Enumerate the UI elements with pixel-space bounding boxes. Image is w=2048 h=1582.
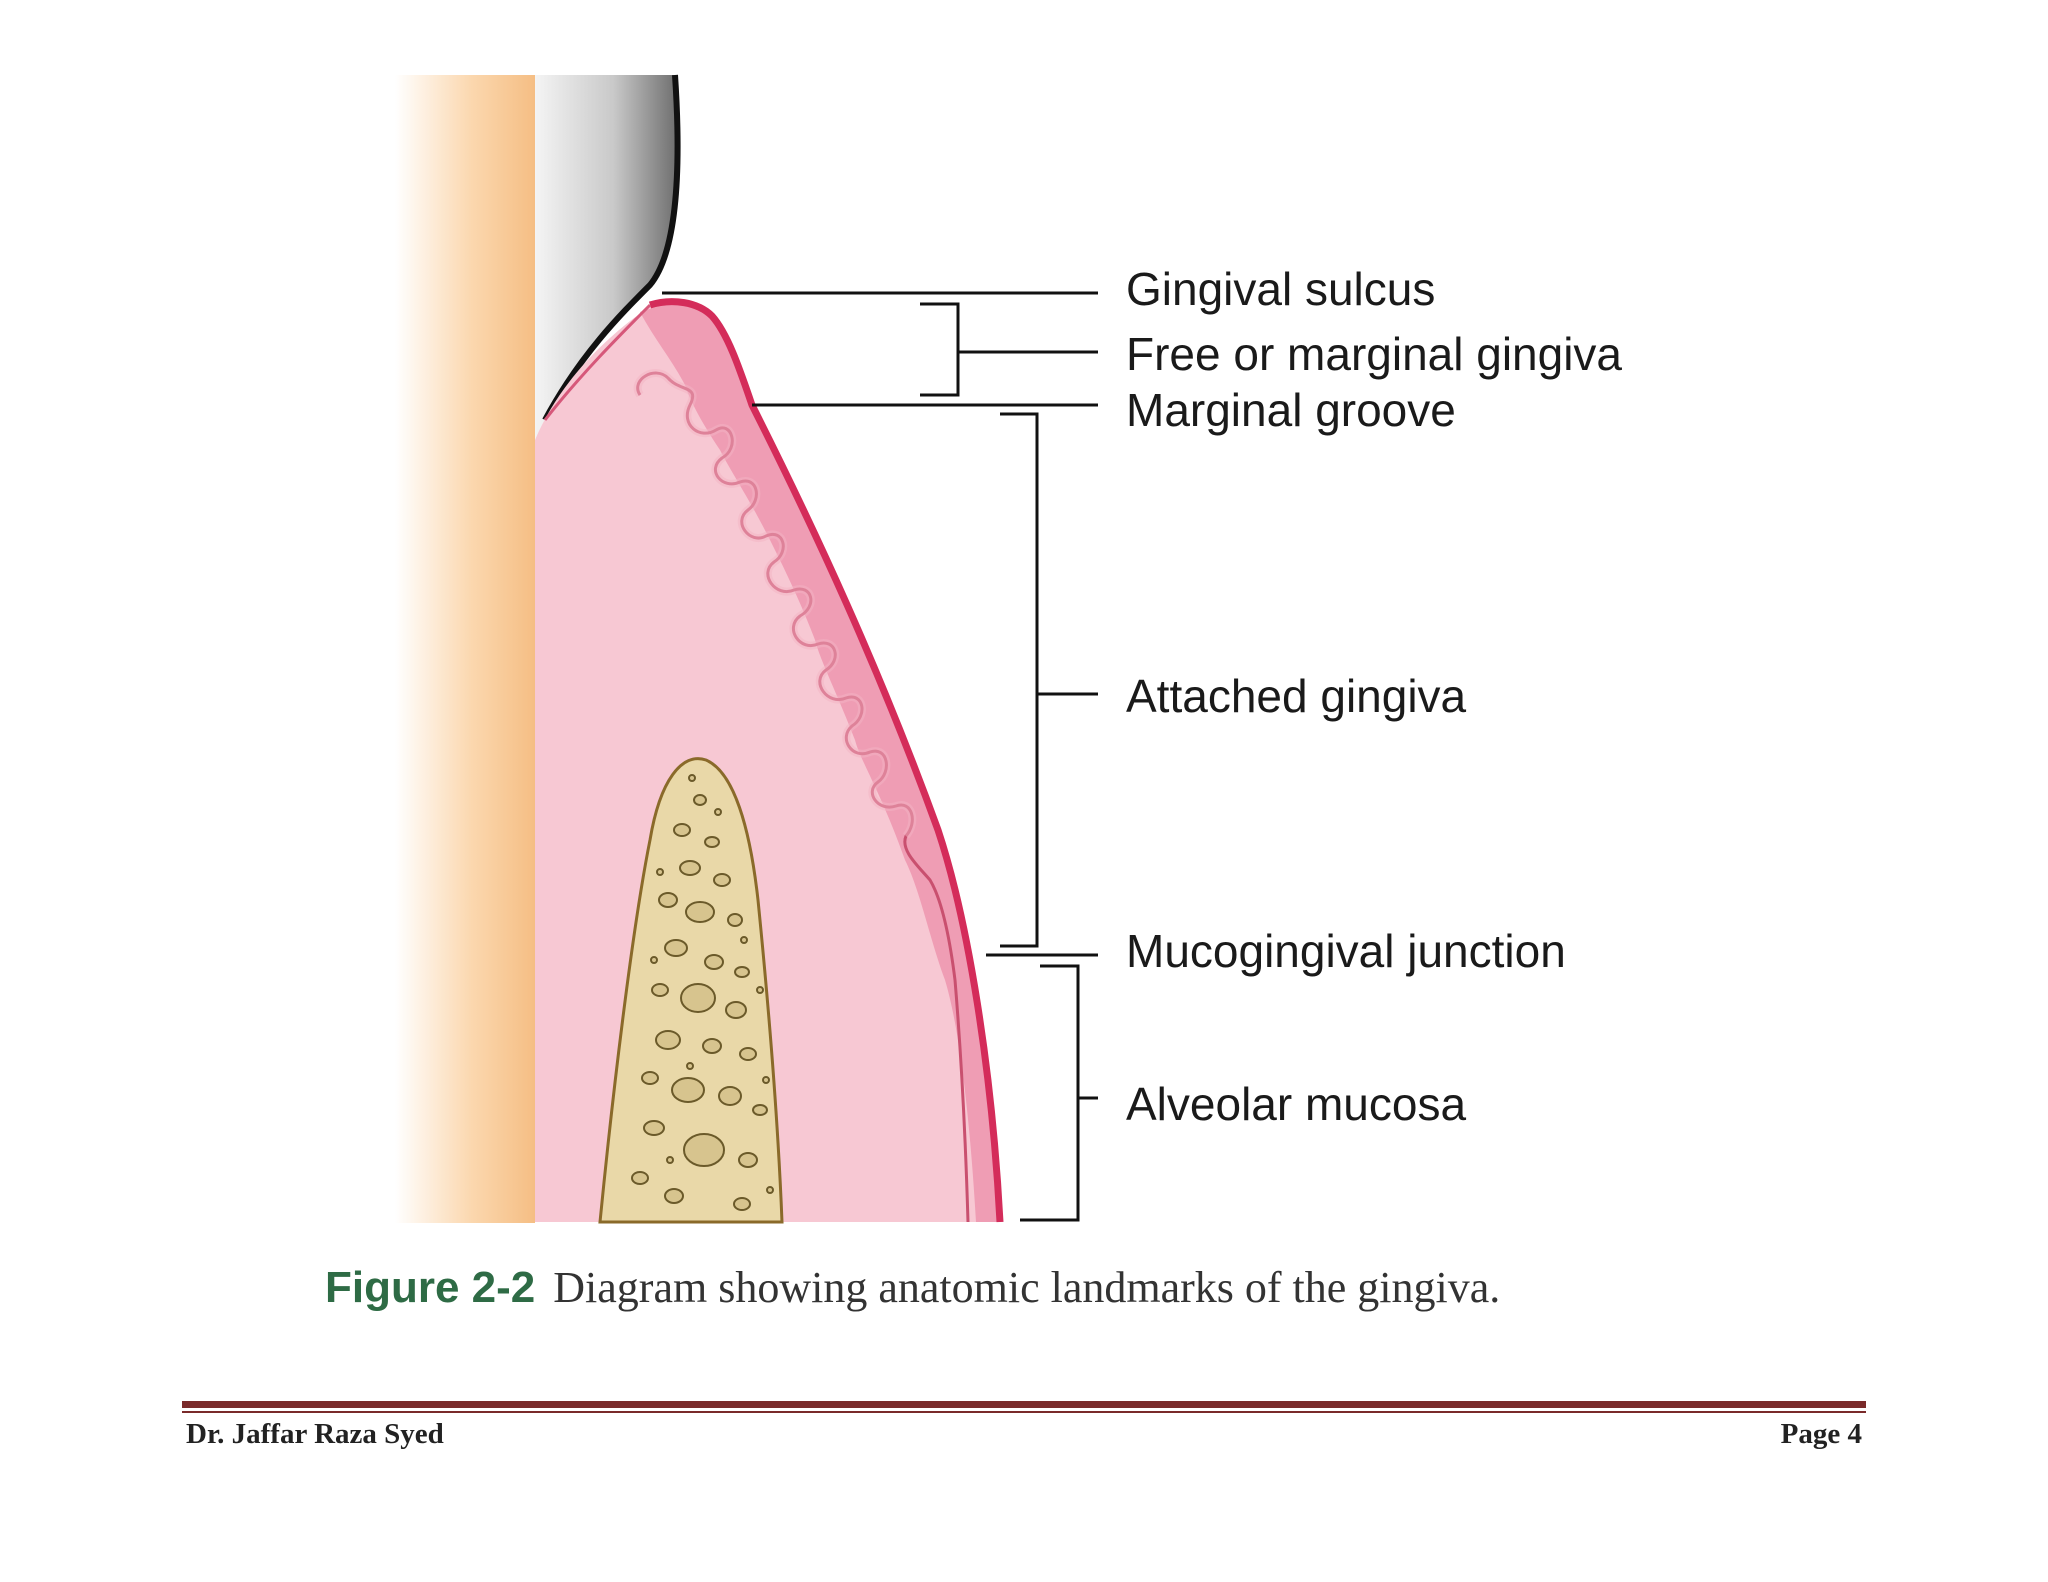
footer-author: Dr. Jaffar Raza Syed (186, 1418, 444, 1450)
bracket-free-gingiva (920, 302, 960, 397)
figure-caption-text: Diagram showing anatomic landmarks of th… (553, 1263, 1501, 1312)
label-attached-gingiva: Attached gingiva (1126, 670, 1467, 722)
label-alveolar-mucosa: Alveolar mucosa (1126, 1078, 1467, 1130)
tooth-root (395, 75, 535, 1223)
gingival-outer-edge (648, 298, 1004, 1223)
enamel-outline (542, 74, 681, 422)
bone-trabeculae (631, 774, 774, 1211)
bracket-alveolar-mucosa (1020, 964, 1080, 1222)
label-free-marginal-gingiva: Free or marginal gingiva (1126, 328, 1623, 380)
label-mucogingival-junction: Mucogingival junction (1126, 925, 1566, 977)
sulcular-line (543, 303, 652, 421)
figure-caption: Figure 2-2 Diagram showing anatomic landm… (325, 1262, 1500, 1313)
bracket-attached-gingiva (1000, 412, 1039, 948)
leader-lines (662, 291, 1098, 1222)
label-marginal-groove: Marginal groove (1126, 384, 1456, 436)
footer-divider-thin (182, 1411, 1866, 1413)
rete-pegs-fill (633, 369, 917, 839)
footer-divider (182, 1401, 1866, 1408)
label-gingival-sulcus: Gingival sulcus (1126, 263, 1436, 315)
footer-page-number: Page 4 (1780, 1418, 1862, 1450)
figure-number: Figure 2-2 (325, 1263, 536, 1312)
enamel-crown (535, 75, 678, 440)
